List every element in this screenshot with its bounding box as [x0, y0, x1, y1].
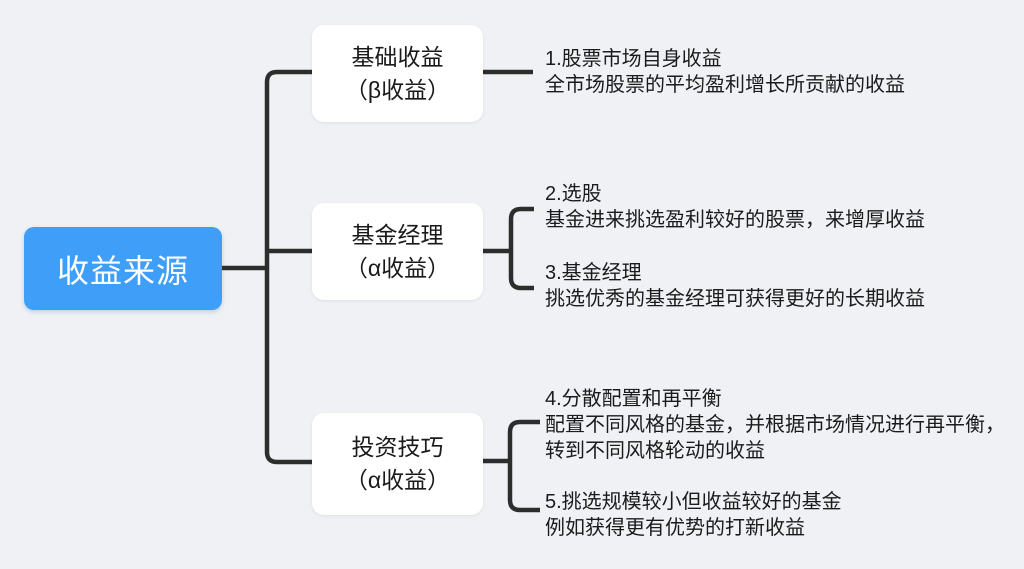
branch-label-line: （α收益）: [344, 467, 451, 493]
branch-node-investment-skill[interactable]: 投资技巧 （α收益）: [312, 413, 483, 515]
leaf-line: 配置不同风格的基金，并根据市场情况进行再平衡，: [545, 414, 1005, 436]
leaf-node-small-fund-selection[interactable]: 5.挑选规模较小但收益较好的基金 例如获得更有优势的打新收益: [545, 489, 842, 541]
leaf-node-market-return[interactable]: 1.股票市场自身收益 全市场股票的平均盈利增长所贡献的收益: [545, 46, 905, 98]
root-node-income-source[interactable]: 收益来源: [24, 227, 222, 310]
connector-branch2-bracket: [483, 206, 534, 291]
branch-label-line: （α收益）: [344, 254, 451, 281]
branch-node-basic-return[interactable]: 基础收益 （β收益）: [312, 25, 483, 122]
leaf-node-diversification-rebalance[interactable]: 4.分散配置和再平衡 配置不同风格的基金，并根据市场情况进行再平衡， 转到不同风…: [545, 386, 1005, 464]
branch-label-line: 投资技巧: [351, 434, 444, 460]
leaf-line: 2.选股: [545, 183, 602, 205]
leaf-node-stock-picking[interactable]: 2.选股 基金进来挑选盈利较好的股票，来增厚收益: [545, 181, 925, 233]
branch-label-line: 基础收益: [351, 43, 444, 70]
leaf-node-fund-manager-selection[interactable]: 3.基金经理 挑选优秀的基金经理可获得更好的长期收益: [545, 260, 925, 312]
branch-label-line: 基金经理: [351, 221, 444, 248]
leaf-line: 3.基金经理: [545, 262, 642, 284]
connector-branch3-bracket: [483, 419, 540, 513]
root-node-label: 收益来源: [56, 252, 189, 289]
leaf-line: 全市场股票的平均盈利增长所贡献的收益: [545, 74, 905, 96]
branch-node-fund-manager[interactable]: 基金经理 （α收益）: [312, 203, 483, 300]
leaf-line: 5.挑选规模较小但收益较好的基金: [545, 491, 842, 513]
leaf-line: 1.股票市场自身收益: [545, 48, 722, 70]
leaf-line: 4.分散配置和再平衡: [545, 388, 722, 410]
connector-trunk: [264, 69, 312, 465]
branch-label-line: （β收益）: [344, 76, 451, 103]
leaf-line: 例如获得更有优势的打新收益: [545, 517, 805, 539]
leaf-line: 基金进来挑选盈利较好的股票，来增厚收益: [545, 209, 925, 231]
leaf-line: 挑选优秀的基金经理可获得更好的长期收益: [545, 288, 925, 310]
leaf-line: 转到不同风格轮动的收益: [545, 440, 765, 462]
